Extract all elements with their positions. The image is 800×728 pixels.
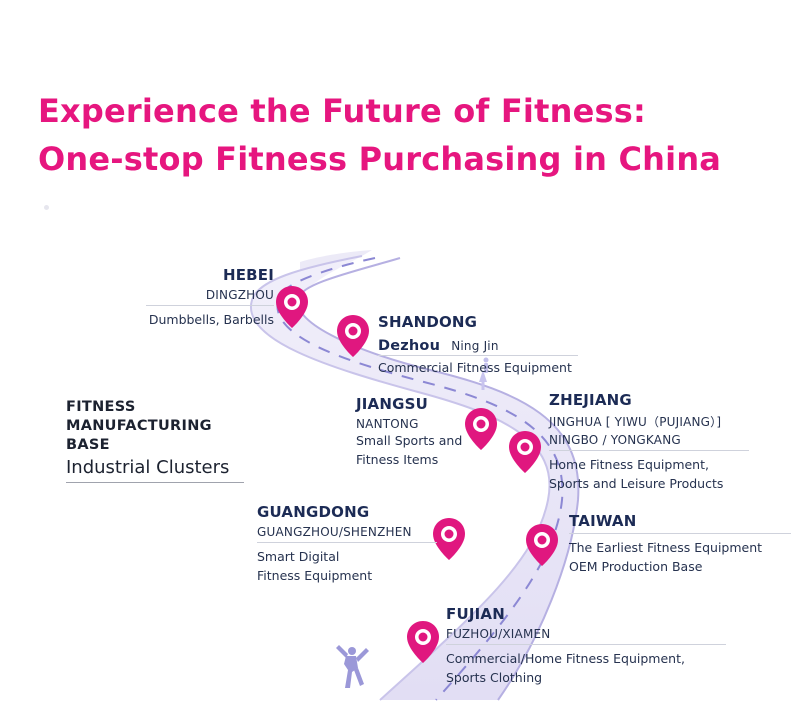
region-name: ZHEJIANG bbox=[549, 391, 632, 409]
region-name: SHANDONG bbox=[378, 313, 478, 331]
region-divider bbox=[378, 355, 578, 356]
region-guangdong: GUANGDONG GUANGZHOU/SHENZHEN Smart Digit… bbox=[257, 503, 437, 585]
region-hebei: HEBEI DINGZHOU Dumbbells, Barbells bbox=[146, 266, 274, 329]
region-divider bbox=[257, 542, 437, 543]
road-center-dashes bbox=[276, 257, 564, 701]
map-pin-icon bbox=[465, 408, 497, 450]
region-city-1: JINGHUA [ YIWU（PUJIANG）] bbox=[549, 415, 722, 429]
legend-line-3: BASE bbox=[66, 437, 110, 453]
road-arrow bbox=[479, 370, 487, 382]
region-products-line-2: Sports and Leisure Products bbox=[549, 476, 724, 491]
region-divider bbox=[446, 644, 726, 645]
region-products: Dumbbells, Barbells bbox=[148, 312, 274, 327]
decorative-dot bbox=[44, 205, 49, 210]
region-products: Commercial Fitness Equipment bbox=[378, 360, 572, 375]
region-products-line-1: Home Fitness Equipment, bbox=[549, 457, 709, 472]
runner-icon bbox=[336, 645, 369, 688]
map-pin-icon bbox=[407, 621, 439, 663]
region-products-line-1: The Earliest Fitness Equipment bbox=[569, 540, 763, 555]
hiker-icon bbox=[483, 357, 489, 373]
region-name: JIANGSU bbox=[356, 395, 429, 413]
page-title-line-1: Experience the Future of Fitness: bbox=[38, 92, 646, 130]
region-city-2: NINGBO / YONGKANG bbox=[549, 433, 681, 447]
region-name: GUANGDONG bbox=[257, 503, 370, 521]
region-name: FUJIAN bbox=[446, 605, 505, 623]
legend-line-1: FITNESS bbox=[66, 399, 136, 415]
legend-block: FITNESS MANUFACTURING BASE Industrial Cl… bbox=[66, 398, 244, 483]
region-name: HEBEI bbox=[222, 266, 274, 284]
map-pin-icon bbox=[526, 524, 558, 566]
map-pin-icon bbox=[509, 431, 541, 473]
region-fujian: FUJIAN FUZHOU/XIAMEN Commercial/Home Fit… bbox=[446, 605, 726, 687]
region-city: Dezhou bbox=[378, 338, 441, 354]
region-products-line-1: Commercial/Home Fitness Equipment, bbox=[446, 651, 685, 666]
region-products-line-2: Fitness Equipment bbox=[257, 568, 373, 583]
region-divider bbox=[569, 533, 791, 534]
region-divider bbox=[146, 305, 274, 306]
region-products-line-2: OEM Production Base bbox=[569, 559, 703, 574]
region-divider bbox=[549, 450, 749, 451]
region-jiangsu: JIANGSU NANTONG Small Sports and Fitness… bbox=[356, 395, 474, 469]
region-taiwan: TAIWAN The Earliest Fitness Equipment OE… bbox=[569, 512, 791, 576]
region-city: GUANGZHOU/SHENZHEN bbox=[257, 525, 412, 539]
region-zhejiang: ZHEJIANG JINGHUA [ YIWU（PUJIANG）] NINGBO… bbox=[549, 391, 749, 493]
region-city: DINGZHOU bbox=[205, 288, 274, 302]
region-shandong: SHANDONG Dezhou Ning Jin Commercial Fitn… bbox=[378, 313, 578, 377]
region-name: TAIWAN bbox=[569, 512, 637, 530]
road-left-edge bbox=[249, 255, 551, 701]
region-city: FUZHOU/XIAMEN bbox=[446, 627, 551, 641]
page-title-line-2: One-stop Fitness Purchasing in China bbox=[38, 140, 722, 178]
region-products-line-1: Smart Digital bbox=[257, 549, 340, 564]
region-city-extra: Ning Jin bbox=[451, 339, 499, 353]
region-products-line-2: Sports Clothing bbox=[446, 670, 543, 685]
legend-underline bbox=[66, 482, 244, 483]
legend-subtitle: Industrial Clusters bbox=[66, 457, 230, 478]
region-city: NANTONG bbox=[356, 417, 419, 431]
map-pin-icon bbox=[337, 315, 369, 357]
map-pin-icon bbox=[433, 518, 465, 560]
legend-line-2: MANUFACTURING bbox=[66, 418, 212, 434]
region-products-line-2: Fitness Items bbox=[356, 452, 439, 467]
region-products-line-1: Small Sports and bbox=[356, 433, 463, 448]
map-pin-icon bbox=[276, 286, 308, 328]
